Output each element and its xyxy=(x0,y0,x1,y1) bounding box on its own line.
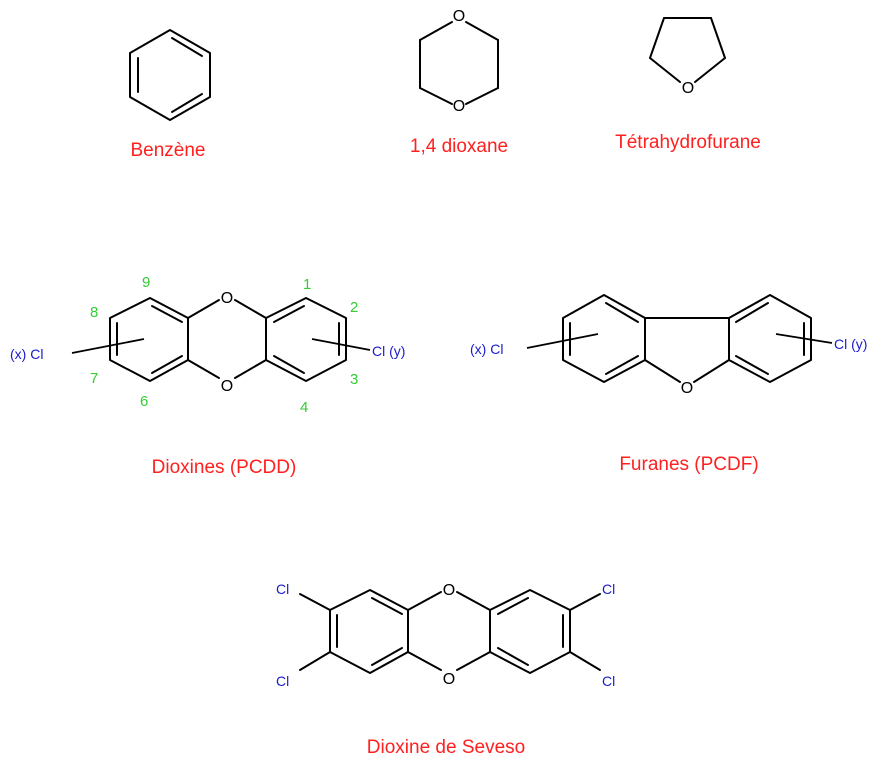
pcdd-caption: Dioxines (PCDD) xyxy=(152,457,297,478)
pcdf-substituent-x: (x) Cl xyxy=(470,341,503,357)
dioxane-oxygen-top: O xyxy=(453,8,465,25)
pcdd-position-2: 2 xyxy=(350,299,358,316)
pcdd-position-8: 8 xyxy=(90,304,98,321)
tcdd-chlorine-7: Cl xyxy=(602,581,615,597)
thf-caption: Tétrahydrofurane xyxy=(615,132,761,153)
benzene-caption: Benzène xyxy=(130,140,205,161)
tcdd-oxygen-top: O xyxy=(443,582,455,599)
pcdf-structure xyxy=(526,294,833,383)
pcdf-oxygen: O xyxy=(681,380,693,397)
thf-structure xyxy=(649,17,726,83)
tcdd-chlorine-3: Cl xyxy=(276,673,289,689)
benzene-structure xyxy=(129,29,211,121)
dioxane-oxygen-bottom: O xyxy=(453,98,465,115)
pcdf-caption: Furanes (PCDF) xyxy=(619,454,758,475)
pcdd-position-6: 6 xyxy=(140,393,148,410)
tcdd-caption: Dioxine de Seveso xyxy=(367,737,525,758)
pcdf-substituent-y: Cl (y) xyxy=(834,336,867,352)
tcdd-chlorine-8: Cl xyxy=(602,673,615,689)
pcdd-oxygen-top: O xyxy=(221,290,233,307)
tcdd-chlorine-2: Cl xyxy=(276,581,289,597)
pcdd-position-7: 7 xyxy=(90,370,98,387)
pcdd-substituent-y: Cl (y) xyxy=(372,343,405,359)
pcdd-position-9: 9 xyxy=(142,274,150,291)
pcdd-position-1: 1 xyxy=(303,276,311,293)
pcdd-oxygen-bottom: O xyxy=(221,378,233,395)
dioxane-structure xyxy=(419,21,499,105)
dioxane-caption: 1,4 dioxane xyxy=(410,136,508,157)
thf-oxygen: O xyxy=(682,80,694,97)
pcdd-substituent-x: (x) Cl xyxy=(10,346,43,362)
tcdd-structure xyxy=(299,589,601,674)
tcdd-oxygen-bottom: O xyxy=(443,671,455,688)
pcdd-position-4: 4 xyxy=(300,399,308,416)
pcdd-position-3: 3 xyxy=(350,371,358,388)
pcdd-structure xyxy=(71,297,371,382)
